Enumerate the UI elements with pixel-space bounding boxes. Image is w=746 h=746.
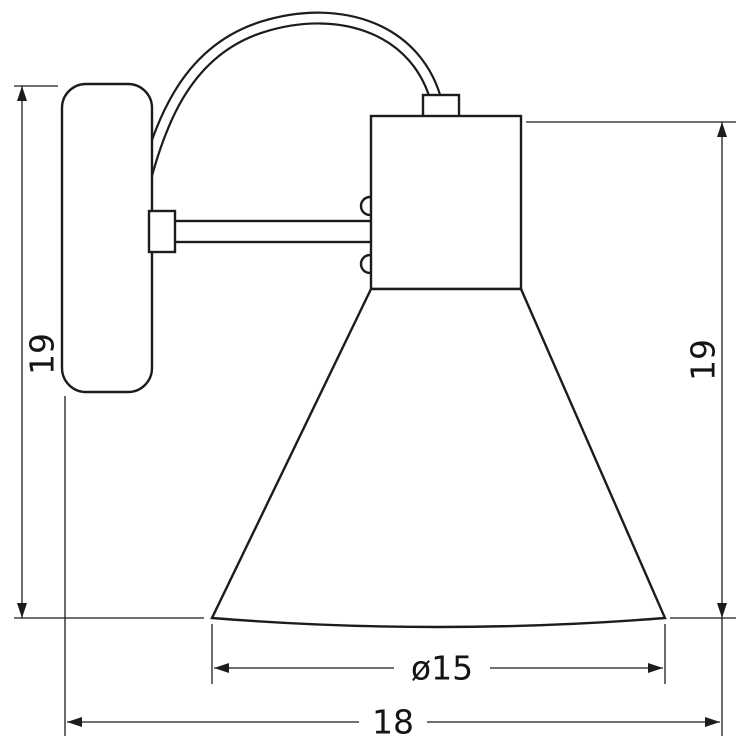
width-arrow-left (67, 717, 82, 727)
dimension-shade-diameter: ø15 (211, 624, 666, 688)
width-arrow-right (705, 717, 720, 727)
diameter-arrow-right (648, 663, 663, 673)
right-dim-arrow-down (717, 603, 727, 618)
right-height-label: 19 (684, 339, 723, 381)
arm-tube (168, 219, 378, 244)
left-dim-arrow-up (17, 86, 27, 101)
lamp-head (369, 114, 523, 291)
left-height-label: 19 (23, 333, 62, 375)
dimension-right-height: 19 (526, 121, 736, 736)
dimension-left-height: 19 (14, 85, 204, 619)
cone-shade (210, 287, 667, 629)
shade-diameter-label: ø15 (411, 649, 473, 688)
power-cable (133, 11, 444, 202)
mounting-arm (147, 209, 378, 254)
right-dim-arrow-up (717, 122, 727, 137)
wall-plate (60, 82, 154, 394)
left-dim-arrow-down (17, 603, 27, 618)
dimension-overall-width: 18 (64, 396, 720, 742)
cable-core (135, 13, 442, 202)
overall-width-label: 18 (372, 703, 414, 742)
diameter-arrow-left (214, 663, 229, 673)
arm-collar (147, 209, 177, 254)
